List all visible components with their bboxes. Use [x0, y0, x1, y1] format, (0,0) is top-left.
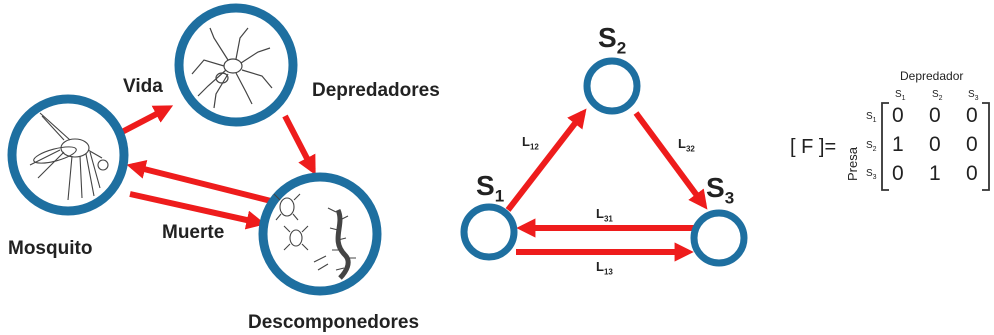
- matrix-label: [ F ]=: [790, 136, 837, 158]
- matrix-cell: 1: [929, 162, 941, 185]
- matrix-col-header: S3: [968, 89, 979, 102]
- link-l32-label: L32: [678, 136, 695, 154]
- predators-node: [174, 3, 298, 127]
- node-s1-circle: [460, 203, 518, 261]
- matrix-cell: 0: [966, 104, 978, 127]
- node-s3-label: S3: [706, 172, 735, 208]
- mosquito-icon: [29, 112, 109, 201]
- matrix-cell: 0: [966, 133, 978, 156]
- matrix-row-header: S1: [866, 111, 877, 124]
- matrix-cell: 0: [929, 104, 941, 127]
- predators-label: Depredadores: [312, 80, 440, 101]
- link-l31-label: L31: [596, 206, 613, 224]
- link-l12-arrow: [505, 108, 587, 212]
- spider-icon: [191, 27, 273, 109]
- decomposers-to-mosquito-arrow: [126, 159, 276, 205]
- death-label: Muerte: [162, 222, 225, 243]
- node-s3-circle: [690, 209, 748, 267]
- matrix-cell: 0: [966, 162, 978, 185]
- link-l13-label: L13: [596, 259, 613, 277]
- predators-to-decomposers-arrow: [282, 114, 316, 176]
- beetle-icon: [273, 193, 309, 251]
- matrix-col-title: Depredador: [900, 69, 964, 83]
- link-l32-arrow: [633, 111, 708, 210]
- decomposers-node: [258, 172, 382, 296]
- death-arrow: [129, 191, 266, 230]
- decomposers-label: Descomponedores: [248, 312, 420, 333]
- node-s1-label: S1: [476, 170, 505, 206]
- life-label: Vida: [123, 76, 163, 97]
- centipede-icon: [313, 207, 356, 280]
- matrix-row-header: S2: [866, 140, 877, 153]
- matrix-cell: 0: [929, 133, 941, 156]
- matrix-cell: 1: [892, 133, 904, 156]
- matrix-cell: 0: [892, 104, 904, 127]
- matrix-col-header: S2: [932, 89, 943, 102]
- node-s2-circle: [583, 57, 641, 115]
- matrix-col-header: S1: [895, 89, 906, 102]
- mosquito-label: Mosquito: [8, 238, 93, 259]
- node-s2-label: S2: [598, 22, 627, 58]
- life-arrow: [120, 105, 174, 135]
- matrix-row-header: S3: [866, 168, 877, 181]
- matrix-row-title: Presa: [845, 147, 860, 181]
- matrix-left-bracket: [881, 102, 889, 191]
- matrix-cell: 0: [892, 162, 904, 185]
- mosquito-node: [7, 94, 129, 216]
- matrix-right-bracket: [982, 102, 990, 191]
- link-l12-label: L12: [522, 134, 539, 152]
